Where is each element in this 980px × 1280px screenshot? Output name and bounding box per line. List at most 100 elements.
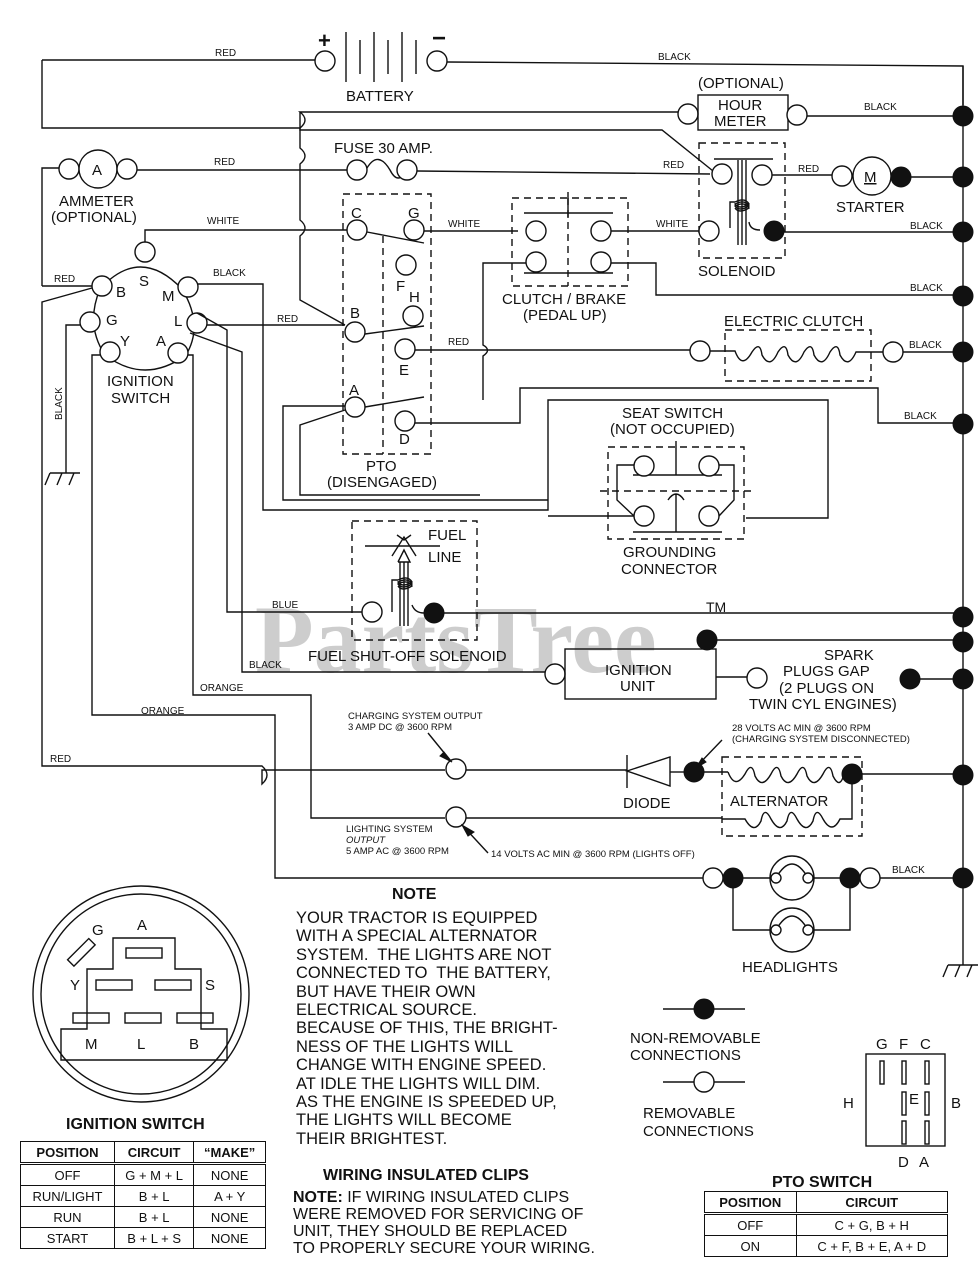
terminal-b: B xyxy=(116,284,126,301)
battery-plus: + xyxy=(318,28,331,53)
table-cell: A + Y xyxy=(193,1185,266,1207)
connector-label-l: L xyxy=(137,1036,145,1053)
fuel-solenoid-label: FUEL SHUT-OFF SOLENOID xyxy=(308,648,507,665)
pto-terminal-a: A xyxy=(349,382,359,399)
pto-terminal-b: B xyxy=(350,305,360,322)
table-header: POSITION xyxy=(704,1191,797,1215)
table-row: OFF C + G, B + H xyxy=(704,1213,948,1236)
table-header-row: POSITION CIRCUIT xyxy=(704,1191,948,1215)
wire-label-black: BLACK xyxy=(864,102,897,113)
table-header: CIRCUIT xyxy=(113,1141,195,1165)
clips-note-rest: WERE REMOVED FOR SERVICING OF UNIT, THEY… xyxy=(293,1206,595,1257)
pto-connector-a: A xyxy=(919,1154,929,1171)
electric-clutch-label: ELECTRIC CLUTCH xyxy=(724,313,863,330)
clutch-brake-switch: WHITE BLACK CLUTCH / BRAKE (PEDAL UP) xyxy=(482,192,974,400)
table-header: CIRCUIT xyxy=(795,1191,948,1215)
terminal-m: M xyxy=(162,288,175,305)
wire-label-black: BLACK xyxy=(213,268,246,279)
electric-clutch: BLACK ELECTRIC CLUTCH xyxy=(689,313,974,382)
terminal-l: L xyxy=(174,313,182,330)
terminal-s: S xyxy=(139,273,149,290)
pto-terminal-e: E xyxy=(399,362,409,379)
pto-terminal-d: D xyxy=(399,431,410,448)
table-header: “MAKE” xyxy=(193,1141,266,1165)
wire-label-black: BLACK xyxy=(910,283,943,294)
table-cell: B + L xyxy=(113,1185,195,1207)
note-body: YOUR TRACTOR IS EQUIPPED WITH A SPECIAL … xyxy=(296,909,558,1148)
fuse: FUSE 30 AMP. RED xyxy=(334,140,711,181)
table-cell: OFF xyxy=(704,1213,797,1236)
wire-label-red: RED xyxy=(663,160,684,171)
ignition-switch-line1: IGNITION xyxy=(107,373,174,390)
hour-meter-line1: HOUR xyxy=(718,97,762,114)
wire-label-red: RED xyxy=(277,314,298,325)
wire-label-red: RED xyxy=(54,274,75,285)
charging-annotation-1: CHARGING SYSTEM OUTPUT xyxy=(348,711,483,722)
legend-non-removable-1: NON-REMOVABLE xyxy=(630,1030,761,1047)
ignition-table-title: IGNITION SWITCH xyxy=(66,1116,205,1133)
pto-connector-b: B xyxy=(951,1095,961,1112)
clips-note-body: NOTE: IF WIRING INSULATED CLIPS WERE REM… xyxy=(293,1189,595,1257)
pto-terminal-f: F xyxy=(396,278,405,295)
pto-terminal-c: C xyxy=(351,205,362,222)
table-cell: START xyxy=(20,1227,115,1249)
table-cell: B + L + S xyxy=(113,1227,195,1249)
connector-label-s: S xyxy=(205,977,215,994)
solenoid-label: SOLENOID xyxy=(698,263,776,280)
starter-label: STARTER xyxy=(836,199,905,216)
table-row: START B + L + S NONE xyxy=(20,1227,266,1249)
wire-label-white: WHITE xyxy=(448,219,481,230)
hour-meter-optional: (OPTIONAL) xyxy=(698,75,784,92)
lights-volts-annotation: 14 VOLTS AC MIN @ 3600 RPM (LIGHTS OFF) xyxy=(491,849,695,860)
connector-label-y: Y xyxy=(70,977,80,994)
ignition-switch-table: POSITION CIRCUIT “MAKE” OFF G + M + L NO… xyxy=(20,1141,266,1249)
charging-circuit: RED DIODE ALTERNATOR CHARGING SYSTEM OUT… xyxy=(50,711,974,860)
clutch-brake-line2: (PEDAL UP) xyxy=(523,307,607,324)
pto-switch-table: POSITION CIRCUIT OFF C + G, B + H ON C +… xyxy=(704,1191,948,1257)
connector-label-b: B xyxy=(189,1036,199,1053)
pto-connector-h: H xyxy=(843,1095,854,1112)
pto-connector-g: G xyxy=(876,1036,888,1053)
table-cell: C + F, B + E, A + D xyxy=(795,1235,948,1257)
ignition-unit-line2: UNIT xyxy=(620,678,655,695)
pto-switch: C G F H B E A D PTO (DISENGAGED) WHITE R… xyxy=(282,193,974,501)
grounding-connector-line1: GROUNDING xyxy=(623,544,716,561)
pto-line2: (DISENGAGED) xyxy=(327,474,437,491)
pto-line1: PTO xyxy=(366,458,397,475)
wire-label-red: RED xyxy=(215,48,236,59)
battery-minus: − xyxy=(432,25,446,52)
clips-note-prefix: NOTE: xyxy=(293,1189,343,1206)
ignition-unit: IGNITION UNIT xyxy=(544,629,974,700)
grounding-connector-line2: CONNECTOR xyxy=(621,561,718,578)
headlights-label: HEADLIGHTS xyxy=(742,959,838,976)
battery-label: BATTERY xyxy=(346,88,414,105)
connection-legend: NON-REMOVABLE CONNECTIONS REMOVABLE CONN… xyxy=(630,998,761,1140)
ammeter-line1: AMMETER xyxy=(59,193,134,210)
ignition-switch: S B M G L Y A IGNITION SWITCH WHITE RED … xyxy=(41,216,829,879)
wire-label-black: BLACK xyxy=(904,411,937,422)
watermark-tm: TM xyxy=(706,599,726,615)
legend-removable-2: CONNECTIONS xyxy=(643,1123,754,1140)
seat-switch-line2: (NOT OCCUPIED) xyxy=(610,421,735,438)
table-cell: NONE xyxy=(193,1163,266,1186)
table-cell: G + M + L xyxy=(113,1163,195,1186)
wire-label-black: BLACK xyxy=(249,660,282,671)
wire-to-solenoid xyxy=(299,112,719,176)
lighting-annotation-2: OUTPUT xyxy=(346,835,386,846)
spark-plugs-line4: TWIN CYL ENGINES) xyxy=(749,696,897,713)
table-row: ON C + F, B + E, A + D xyxy=(704,1235,948,1257)
headlights: BLACK HEADLIGHTS xyxy=(702,855,974,976)
fuel-shutoff-solenoid: FUEL LINE FUEL SHUT-OFF SOLENOID xyxy=(308,520,974,665)
pto-terminal-g: G xyxy=(408,205,420,222)
pto-connector-e: E xyxy=(909,1091,919,1108)
pto-connector-diagram: G F C H E B D A xyxy=(843,1036,961,1171)
pto-connector-d: D xyxy=(898,1154,909,1171)
ammeter: A AMMETER (OPTIONAL) RED xyxy=(41,149,348,286)
lighting-annotation-3: 5 AMP AC @ 3600 RPM xyxy=(346,846,449,857)
legend-removable-1: REMOVABLE xyxy=(643,1105,735,1122)
wire-label-black: BLACK xyxy=(892,865,925,876)
wire-label-black: BLACK xyxy=(909,340,942,351)
wire-label-orange: ORANGE xyxy=(200,683,244,694)
fuel-line-label2: LINE xyxy=(428,549,461,566)
terminal-y: Y xyxy=(120,333,130,350)
